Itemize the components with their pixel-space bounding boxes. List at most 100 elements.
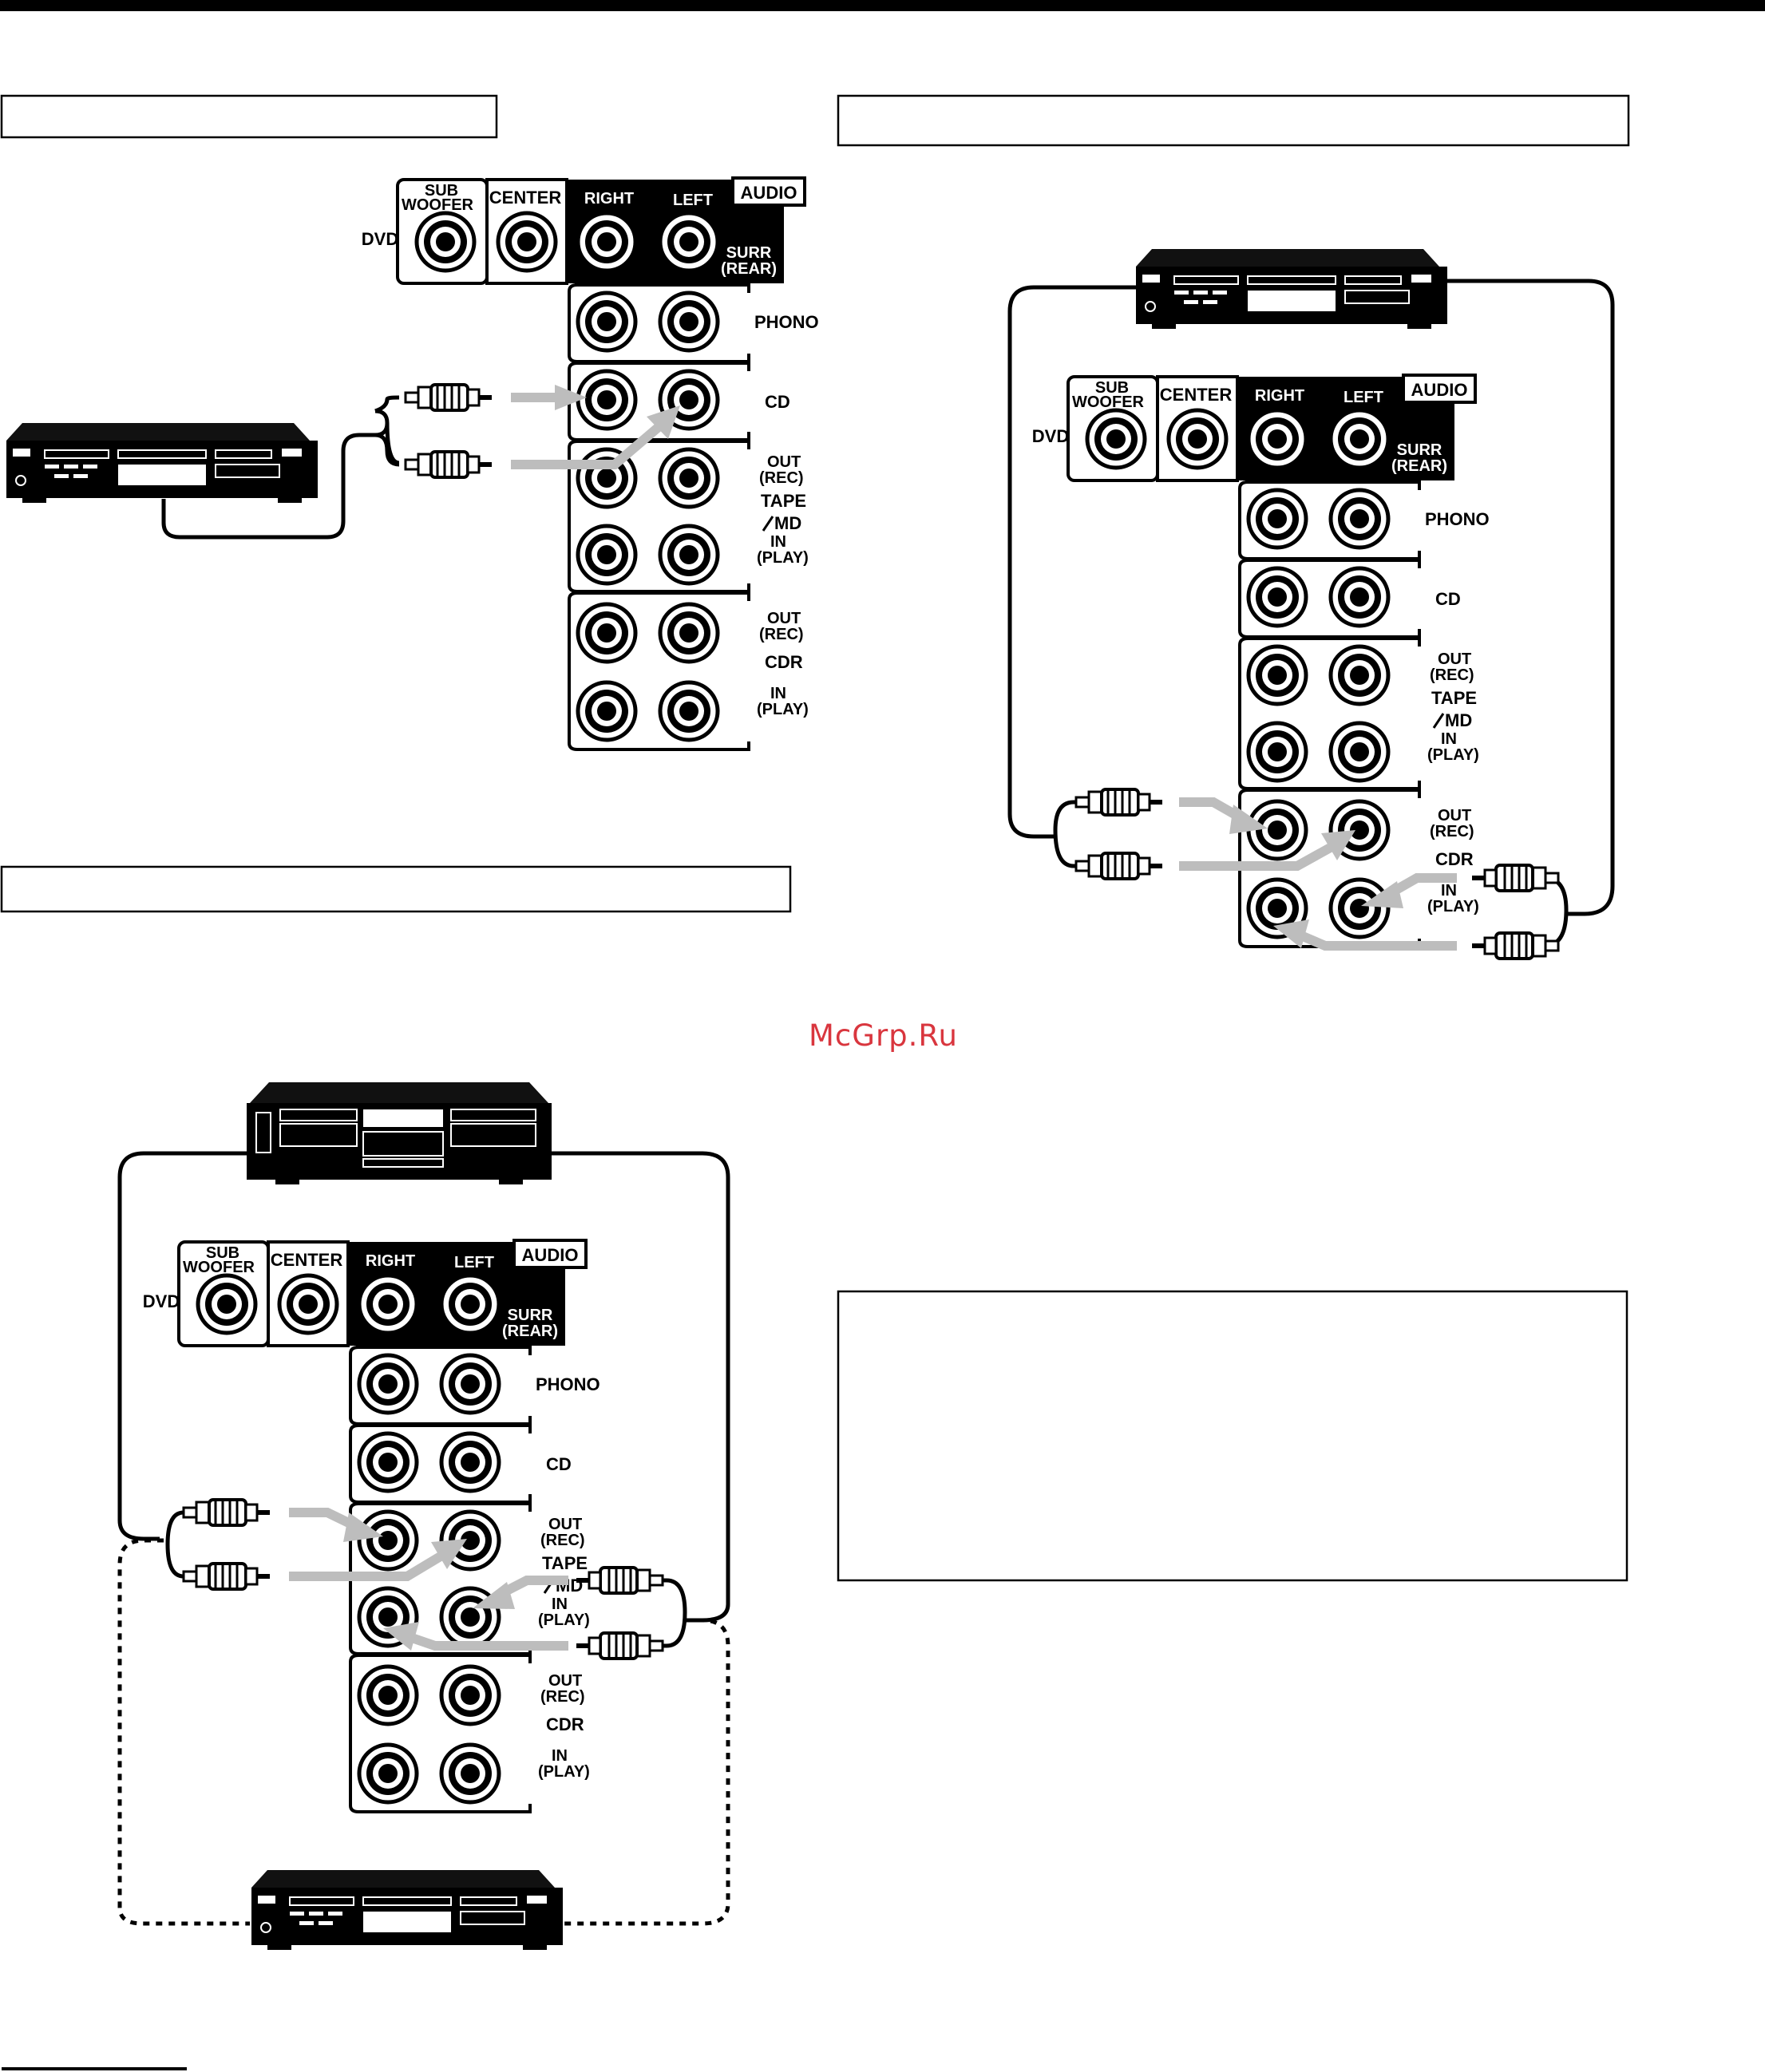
tape-plug-3 [576, 1568, 663, 1593]
cd-plug-lower [404, 450, 493, 479]
tape-rec-label: (REC) [759, 469, 804, 487]
surr-left-jack [441, 1275, 499, 1333]
center-jack [279, 1275, 337, 1333]
cdr-in-label: IN [770, 685, 786, 702]
audio-label-box [1402, 374, 1477, 404]
cd-group-jack-r0 [1249, 568, 1306, 626]
center-label: CENTER [1160, 385, 1233, 405]
cd-group-jack-r0 [359, 1433, 417, 1491]
cdr-label: CDR [546, 1714, 584, 1734]
cdr-label: CDR [1435, 849, 1474, 869]
woofer-label: WOOFER [1072, 393, 1145, 411]
tape-md-slash [1432, 713, 1445, 729]
cdr-group-jack-r0 [359, 1667, 417, 1724]
cd-label: CD [1435, 589, 1461, 609]
surr-left-jack [660, 213, 718, 271]
cdr-plug-4 [1472, 933, 1558, 959]
phono-group-jack-l0 [660, 293, 718, 350]
figure2-title-box [837, 94, 1630, 147]
cdr-out-label: OUT [767, 610, 801, 627]
figure1-title-box [0, 94, 498, 139]
tape-rec-label: (REC) [540, 1532, 585, 1549]
audio-label: AUDIO [1411, 380, 1468, 400]
tape-connection-arrows [289, 1508, 568, 1651]
tape-label: TAPE [1431, 688, 1477, 708]
center-jack [1169, 410, 1226, 468]
md-dotted-cable-right [563, 1618, 730, 1926]
surr-label: SURR [1397, 441, 1442, 459]
phono-label: PHONO [1425, 509, 1490, 529]
cdr-play-label: (PLAY) [1427, 898, 1479, 915]
cd-connection-arrows [511, 385, 680, 469]
tape-in-label: IN [1441, 730, 1457, 748]
tape-out-label: OUT [767, 453, 801, 471]
surr-label: SURR [508, 1307, 553, 1324]
cdr-group [1238, 789, 1421, 948]
cdr-label: CDR [765, 652, 803, 672]
cd-label: CD [546, 1454, 572, 1474]
tape-play-label: (PLAY) [538, 1611, 590, 1629]
cd-group-jack-l0 [441, 1433, 499, 1491]
sub-label: SUB [1095, 379, 1129, 397]
surr-right-jack [1249, 410, 1306, 468]
footer-rule [2, 2067, 187, 2070]
audio-label: AUDIO [522, 1245, 579, 1265]
md-dotted-cable-left [117, 1538, 250, 1926]
tape-rec-cable [165, 1510, 196, 1579]
audio-label: AUDIO [741, 183, 797, 203]
cdr-rec-label: (REC) [759, 626, 804, 643]
center-label: CENTER [271, 1250, 343, 1270]
rear-label: (REAR) [721, 260, 777, 278]
right-label: RIGHT [366, 1252, 415, 1270]
phono-label: PHONO [536, 1374, 600, 1394]
md-recorder-device [251, 1869, 564, 1951]
watermark: McGrp.Ru [809, 1018, 958, 1053]
phono-group-jack-l0 [441, 1355, 499, 1413]
dvd-label: DVD [362, 229, 398, 249]
tape-label: TAPE [761, 491, 806, 511]
cdr-group-jack-r1 [578, 682, 635, 740]
cdr-rec-cable [1053, 800, 1098, 868]
dvd-label: DVD [143, 1291, 180, 1311]
cdr-connection-arrows [1179, 797, 1457, 951]
cdr-group-jack-l0 [660, 604, 718, 662]
cdr-group-jack-r0 [1249, 801, 1306, 859]
tape-label: TAPE [542, 1553, 588, 1573]
left-label: LEFT [454, 1254, 494, 1271]
tape-out-label: OUT [548, 1516, 582, 1533]
rear-label: (REAR) [502, 1323, 558, 1340]
left-label: LEFT [673, 192, 713, 209]
cdr-group-jack-r0 [578, 604, 635, 662]
center-label: CENTER [489, 188, 562, 208]
cdr-play-label: (PLAY) [757, 701, 809, 718]
audio-label-box [512, 1239, 588, 1269]
dvd-label: DVD [1032, 426, 1069, 446]
right-label: RIGHT [1255, 387, 1304, 405]
cd-label: CD [765, 392, 790, 412]
figure3-title-box [0, 865, 792, 913]
surr-left-jack [1331, 410, 1388, 468]
tape-md-group-jack-l1 [660, 526, 718, 583]
tape-md-group-jack-l0 [660, 449, 718, 507]
cdr-group-jack-l0 [441, 1667, 499, 1724]
woofer-label: WOOFER [402, 196, 474, 214]
surr-right-jack [359, 1275, 417, 1333]
cdr-plug-2 [1074, 852, 1164, 880]
sub-label: SUB [206, 1244, 239, 1262]
cdr-group [349, 1654, 532, 1813]
sub-woofer-jack [1087, 410, 1145, 468]
tape-md-group-jack-r1 [1249, 723, 1306, 781]
cdr-group-jack-r1 [359, 1745, 417, 1802]
phono-group-jack-l0 [1331, 490, 1388, 548]
cdr-in-label: IN [1441, 882, 1457, 900]
top-header-bar [0, 0, 1765, 11]
phono-label: PHONO [754, 312, 819, 332]
tape-md-group-jack-r0 [1249, 647, 1306, 704]
cdr-rec-label: (REC) [1430, 823, 1474, 840]
